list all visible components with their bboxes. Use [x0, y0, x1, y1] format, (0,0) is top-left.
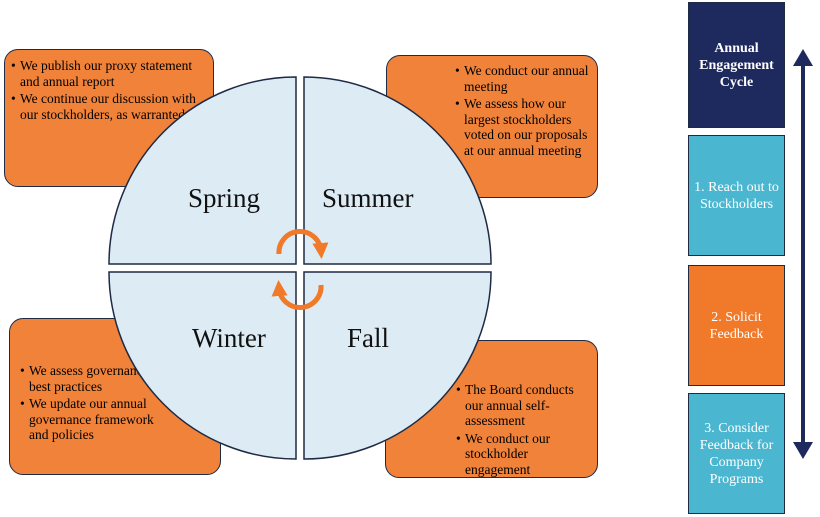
spring-bullet-2: We continue our discussion with our stoc…: [11, 91, 203, 122]
double-arrow-icon: [793, 49, 813, 459]
winter-quadrant: [108, 271, 297, 460]
cycle-arrow-top-icon: [276, 229, 329, 259]
fall-quadrant: [303, 271, 492, 460]
season-winter: Winter: [192, 323, 266, 353]
sidebar-step-3: 3. Consider Feedback for Company Program…: [688, 393, 785, 514]
season-fall: Fall: [347, 323, 390, 353]
winter-bullet-1: We assess governance best practices: [20, 363, 160, 394]
cycle-arrow-bottom-icon: [271, 280, 324, 310]
sidebar-step-2: 2. Solicit Feedback: [688, 265, 785, 386]
season-summer: Summer: [322, 183, 414, 213]
sidebar-title: Annual Engagement Cycle: [688, 2, 785, 128]
summer-bullet-2: We assess how our largest stockholders v…: [455, 96, 589, 158]
season-spring: Spring: [188, 183, 261, 213]
sidebar-step-1: 1. Reach out to Stockholders: [688, 135, 785, 256]
spring-bullet-1: We publish our proxy statement and annua…: [11, 58, 203, 89]
fall-bullet-2: We conduct our stockholder engagement: [456, 431, 589, 478]
summer-quadrant: [303, 76, 492, 265]
summer-bullet-1: We conduct our annual meeting: [455, 63, 589, 94]
fall-bullet-1: The Board conducts our annual self-asses…: [456, 382, 589, 429]
winter-bullet-2: We update our annual governance framewor…: [20, 396, 160, 443]
spring-quadrant: [108, 76, 297, 265]
